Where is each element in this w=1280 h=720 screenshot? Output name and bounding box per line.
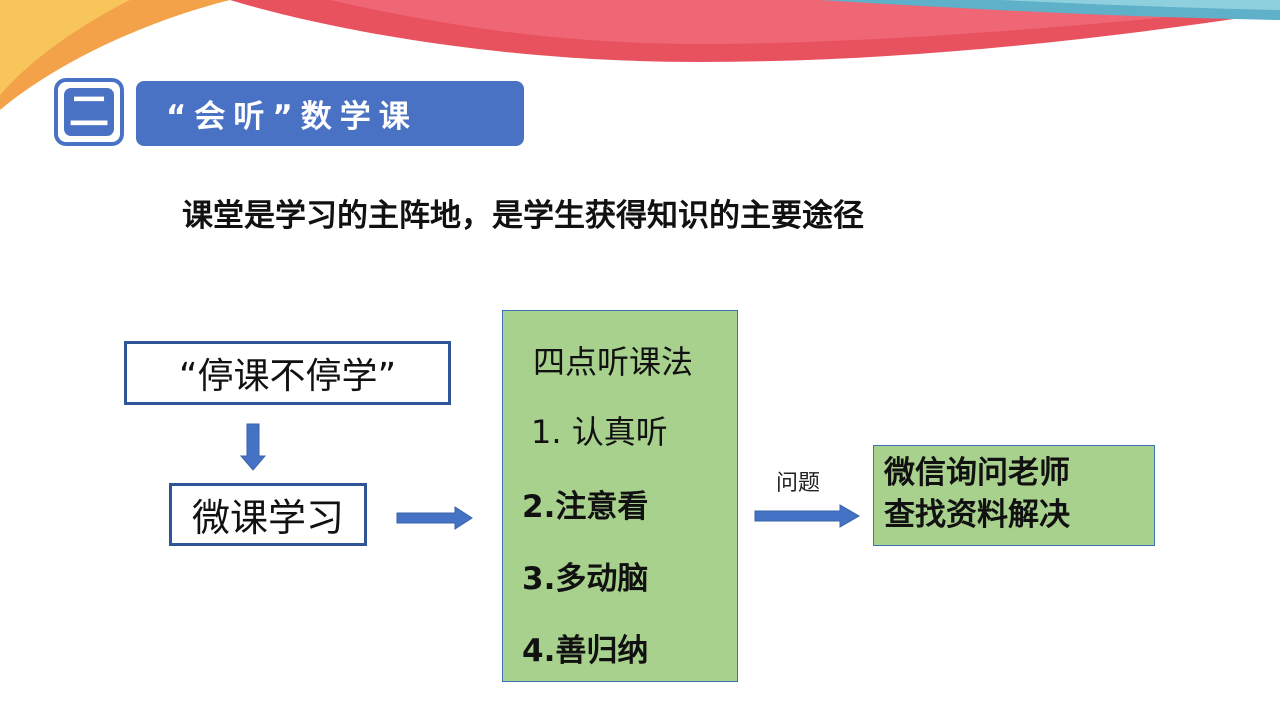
method-step-2: 2.注意看 xyxy=(522,489,649,525)
result-line-2: 查找资料解决 xyxy=(884,497,1070,533)
result-line-1: 微信询问老师 xyxy=(884,455,1070,491)
section-number-badge: 二 xyxy=(54,78,124,146)
method-step-4: 4.善归纳 xyxy=(522,633,649,669)
start-box: “停课不停学” xyxy=(124,341,451,405)
micro-lesson-box: 微课学习 xyxy=(169,483,367,546)
section-number: 二 xyxy=(64,88,114,136)
method-step-3: 3.多动脑 xyxy=(522,561,649,597)
arrow-down-icon xyxy=(239,423,267,471)
result-box: 微信询问老师 查找资料解决 xyxy=(873,445,1155,546)
arrow-right-icon xyxy=(396,506,473,530)
decorative-ribbon-banner xyxy=(0,0,1280,110)
method-step-1: 1. 认真听 xyxy=(531,413,668,451)
listening-method-box: 四点听课法 1. 认真听 2.注意看 3.多动脑 4.善归纳 xyxy=(502,310,738,682)
arrow-label-question: 问题 xyxy=(776,471,821,496)
method-title: 四点听课法 xyxy=(533,343,694,381)
section-title: “会听”数学课 xyxy=(136,81,524,146)
page-subtitle: 课堂是学习的主阵地，是学生获得知识的主要途径 xyxy=(182,198,864,234)
arrow-right-icon xyxy=(754,504,860,528)
